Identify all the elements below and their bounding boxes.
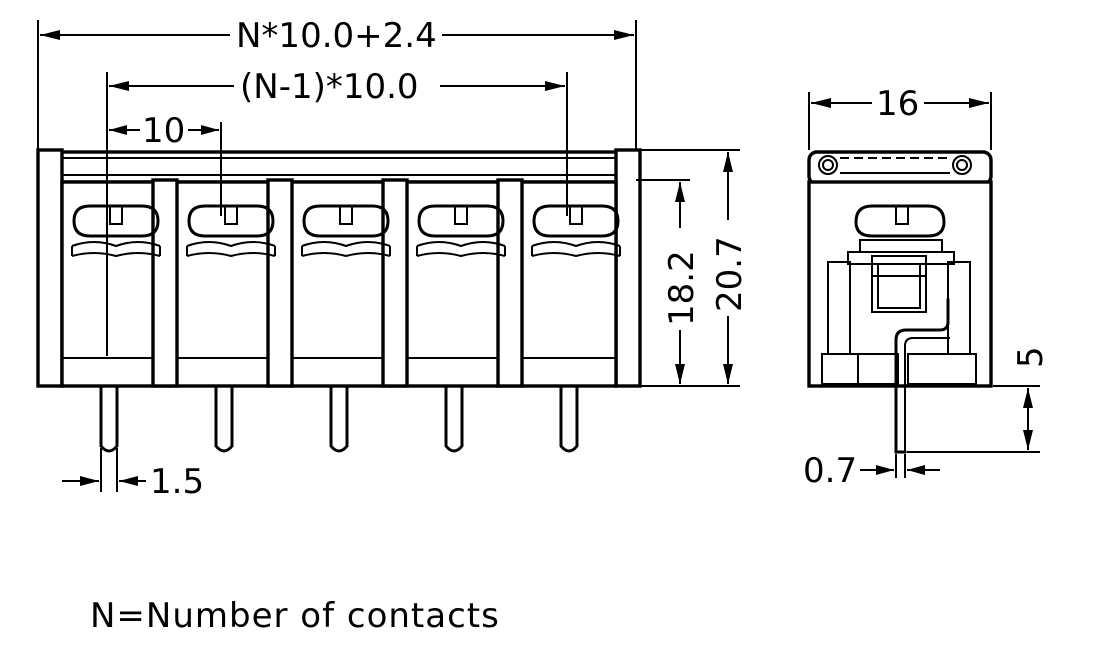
washer-wave bbox=[186, 241, 276, 248]
side-screw-head-icon bbox=[854, 204, 946, 238]
contacts-note: N=Number of contacts bbox=[90, 596, 500, 636]
screw-head-icon bbox=[532, 204, 620, 238]
solder-pin bbox=[99, 384, 119, 453]
pin-span-label: (N-1)*10.0 bbox=[240, 67, 419, 107]
overall-length-label: N*10.0+2.4 bbox=[236, 16, 437, 56]
side-housing bbox=[807, 180, 993, 388]
washer-wave bbox=[416, 241, 506, 248]
side-dimensions: 16 5 0.7 bbox=[803, 84, 1051, 491]
end-post-left bbox=[36, 148, 64, 388]
clamp-wave bbox=[301, 252, 391, 258]
pin-diameter-label: 1.5 bbox=[150, 462, 204, 502]
side-pin bbox=[894, 298, 950, 454]
pin-length-label: 5 bbox=[1011, 346, 1051, 368]
screw-slot bbox=[569, 205, 583, 225]
pin-thickness-label: 0.7 bbox=[803, 451, 857, 491]
side-width-label: 16 bbox=[876, 84, 919, 124]
body-height-label: 18.2 bbox=[662, 250, 702, 326]
clamp-wave bbox=[71, 252, 161, 258]
screw-head-icon bbox=[72, 204, 160, 238]
screw-slot bbox=[109, 205, 123, 225]
barrier-walls bbox=[151, 178, 524, 388]
washer-wave bbox=[71, 241, 161, 248]
screw-head-icon bbox=[302, 204, 390, 238]
clamp-wave bbox=[531, 252, 621, 258]
front-dimensions: N*10.0+2.4 (N-1)*10.0 10 18.2 20.7 bbox=[37, 16, 750, 502]
solder-pin bbox=[329, 384, 349, 453]
clamp-wave bbox=[186, 252, 276, 258]
solder-pin bbox=[444, 384, 464, 453]
screw-slot bbox=[454, 205, 468, 225]
barrier-wall bbox=[151, 178, 179, 388]
screw-slot bbox=[224, 205, 238, 225]
total-height-label: 20.7 bbox=[710, 236, 750, 312]
screw-head-icon bbox=[187, 204, 275, 238]
top-rail bbox=[42, 150, 636, 184]
clamp-wave bbox=[416, 252, 506, 258]
washer-wave bbox=[301, 241, 391, 248]
screw-terminals bbox=[71, 204, 621, 258]
screw-slot bbox=[339, 205, 353, 225]
washer-wave bbox=[531, 241, 621, 248]
end-post-right bbox=[614, 148, 642, 388]
pitch-label: 10 bbox=[142, 111, 185, 151]
screw-head-icon bbox=[417, 204, 505, 238]
solder-pins bbox=[99, 384, 579, 453]
solder-pin bbox=[214, 384, 234, 453]
solder-pin bbox=[559, 384, 579, 453]
side-view bbox=[807, 150, 993, 454]
front-view bbox=[36, 148, 642, 453]
